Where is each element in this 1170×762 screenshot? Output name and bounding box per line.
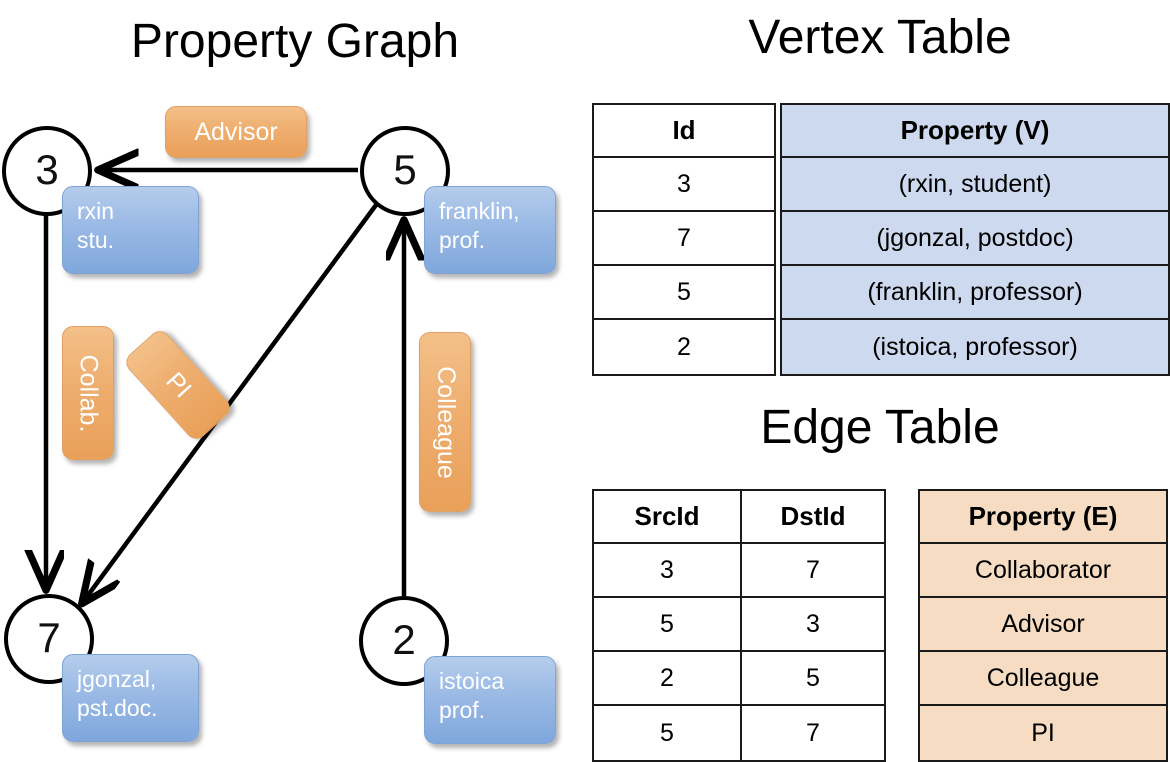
- vertex-table-property-column: Property (V) (rxin, student) (jgonzal, p…: [780, 103, 1170, 376]
- vertex-property-jgonzal-line1: jgonzal,: [77, 666, 157, 692]
- vertex-table-header-id: Id: [594, 105, 774, 158]
- edge-table-dstid-column: DstId 7 3 5 7: [740, 489, 886, 762]
- vertex-property-box-istoica[interactable]: istoica prof.: [424, 656, 556, 744]
- table-row: (rxin, student): [782, 158, 1168, 212]
- graph-node-2[interactable]: 2: [359, 596, 449, 686]
- table-row: 5: [594, 706, 740, 760]
- edge-table: SrcId 3 5 2 5 DstId 7 3 5 7 Property (E)…: [592, 489, 1168, 762]
- vertex-property-istoica-line1: istoica: [439, 668, 505, 694]
- edge-table-header-dstid: DstId: [742, 491, 884, 544]
- edge-label-collab-text: Collab.: [74, 354, 103, 432]
- edge-label-pi-text: PI: [160, 366, 197, 403]
- table-row: Colleague: [920, 652, 1166, 706]
- graph-edges: [0, 0, 590, 760]
- page-title-vertex-table: Vertex Table: [748, 11, 1012, 64]
- vertex-property-box-rxin[interactable]: rxin stu.: [62, 186, 199, 274]
- table-row: 3: [742, 598, 884, 652]
- table-row: 3: [594, 158, 774, 212]
- edge-label-advisor[interactable]: Advisor: [165, 106, 307, 158]
- table-row: 5: [742, 652, 884, 706]
- edge-label-collab[interactable]: Collab.: [62, 326, 114, 460]
- page-title-property-graph: Property Graph: [130, 15, 460, 68]
- graph-node-2-label: 2: [392, 616, 416, 663]
- edge-table-srcid-column: SrcId 3 5 2 5: [592, 489, 742, 762]
- edge-table-property-column: Property (E) Collaborator Advisor Collea…: [918, 489, 1168, 762]
- edge-table-header-property: Property (E): [920, 491, 1166, 544]
- vertex-property-istoica-line2: prof.: [439, 697, 486, 724]
- table-row: Advisor: [920, 598, 1166, 652]
- vertex-property-box-jgonzal[interactable]: jgonzal, pst.doc.: [62, 654, 199, 742]
- table-row: 2: [594, 320, 774, 374]
- table-row: 7: [594, 212, 774, 266]
- table-row: (jgonzal, postdoc): [782, 212, 1168, 266]
- vertex-property-franklin-line1: franklin,: [439, 198, 520, 224]
- table-row: 5: [594, 266, 774, 320]
- table-row: 2: [594, 652, 740, 706]
- table-row: 7: [742, 706, 884, 760]
- vertex-property-rxin-line2: stu.: [77, 227, 115, 254]
- graph-node-5[interactable]: 5: [360, 126, 450, 216]
- vertex-property-rxin-line1: rxin: [77, 198, 115, 224]
- table-row: 7: [742, 544, 884, 598]
- edge-5-to-7: [83, 203, 378, 602]
- vertex-property-franklin-line2: prof.: [439, 227, 486, 254]
- table-row: Collaborator: [920, 544, 1166, 598]
- table-row: PI: [920, 706, 1166, 760]
- table-row: (istoica, professor): [782, 320, 1168, 374]
- edge-label-colleague-text: Colleague: [431, 365, 460, 479]
- vertex-table-header-property: Property (V): [782, 105, 1168, 158]
- graph-node-5-label: 5: [393, 146, 417, 193]
- edge-table-header-srcid: SrcId: [594, 491, 740, 544]
- table-row: 3: [594, 544, 740, 598]
- graph-node-7-label: 7: [37, 614, 61, 661]
- vertex-property-jgonzal-line2: pst.doc.: [77, 695, 158, 722]
- vertex-property-box-franklin[interactable]: franklin, prof.: [424, 186, 556, 274]
- graph-node-3-label: 3: [35, 146, 59, 193]
- vertex-table-id-column: Id 3 7 5 2: [592, 103, 776, 376]
- edge-label-colleague[interactable]: Colleague: [419, 332, 471, 512]
- table-row: (franklin, professor): [782, 266, 1168, 320]
- edge-label-advisor-text: Advisor: [194, 117, 278, 146]
- table-row: 5: [594, 598, 740, 652]
- vertex-table: Id 3 7 5 2 Property (V) (rxin, student) …: [592, 103, 1170, 376]
- page-title-edge-table: Edge Table: [760, 401, 1000, 454]
